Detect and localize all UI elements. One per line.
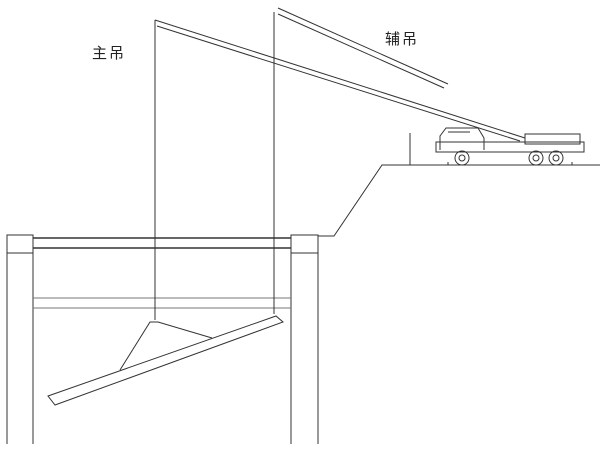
crane-truck — [410, 128, 584, 165]
auxiliary-crane-boom — [278, 8, 448, 88]
auxiliary-hoist-label: 辅吊 — [385, 30, 420, 48]
top-crossbeam — [33, 238, 291, 248]
main-sling — [120, 322, 212, 370]
left-pit-wall — [7, 235, 33, 444]
main-hoist-label: 主吊 — [92, 44, 127, 62]
right-pit-wall — [291, 235, 318, 444]
main-crane-boom — [155, 20, 525, 141]
lifted-member — [48, 316, 283, 405]
ground-profile — [318, 165, 600, 236]
support-beam — [33, 298, 291, 308]
